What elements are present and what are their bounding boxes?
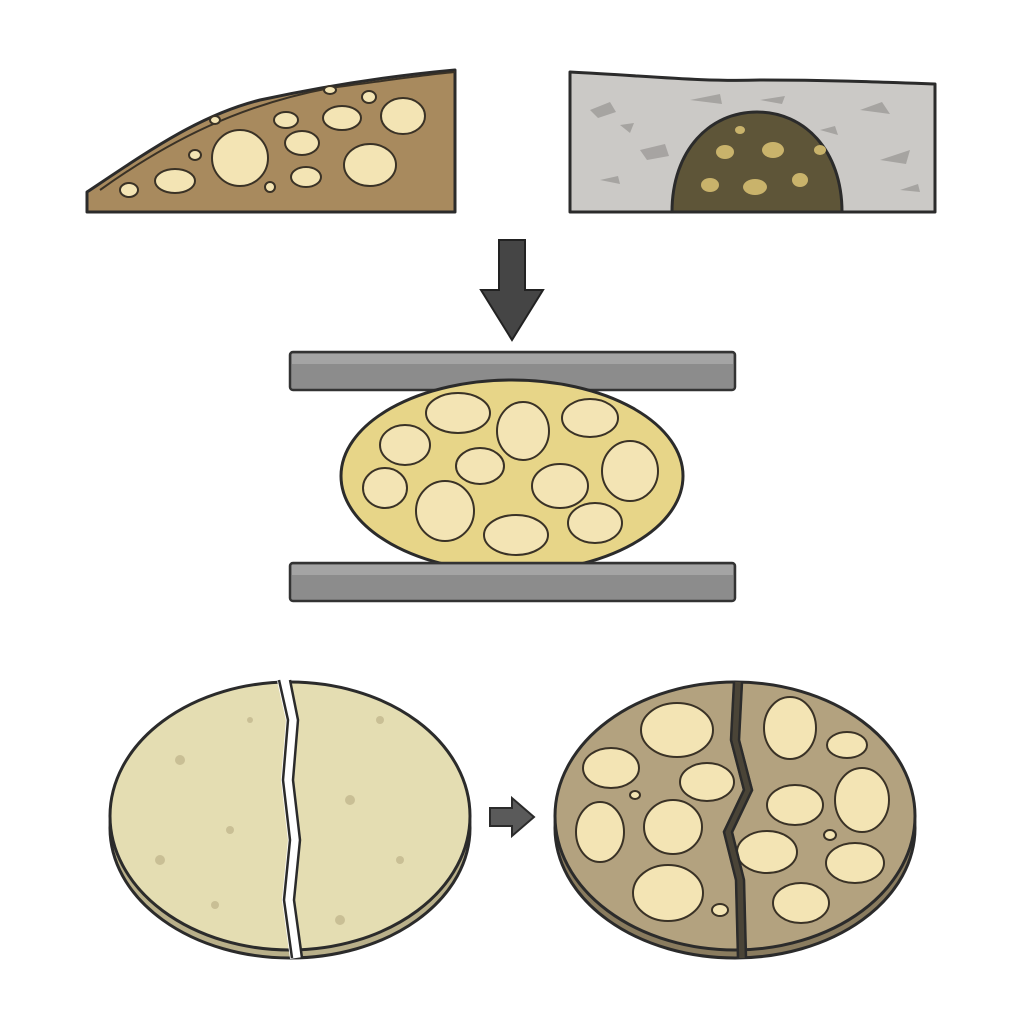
sediment-slope-panel [85,68,457,214]
concrete-panel [568,70,937,214]
arrow-down-icon [479,239,545,342]
crack [277,678,302,959]
disc-pebbles [575,696,890,924]
sample-pebbles [362,392,659,556]
compression-press [288,350,737,603]
fine-grained-split-disc [108,678,472,960]
crack [722,681,754,959]
arrow-right-icon [489,795,536,839]
pebbles [119,85,426,198]
conglomerate-split-disc [553,680,917,960]
